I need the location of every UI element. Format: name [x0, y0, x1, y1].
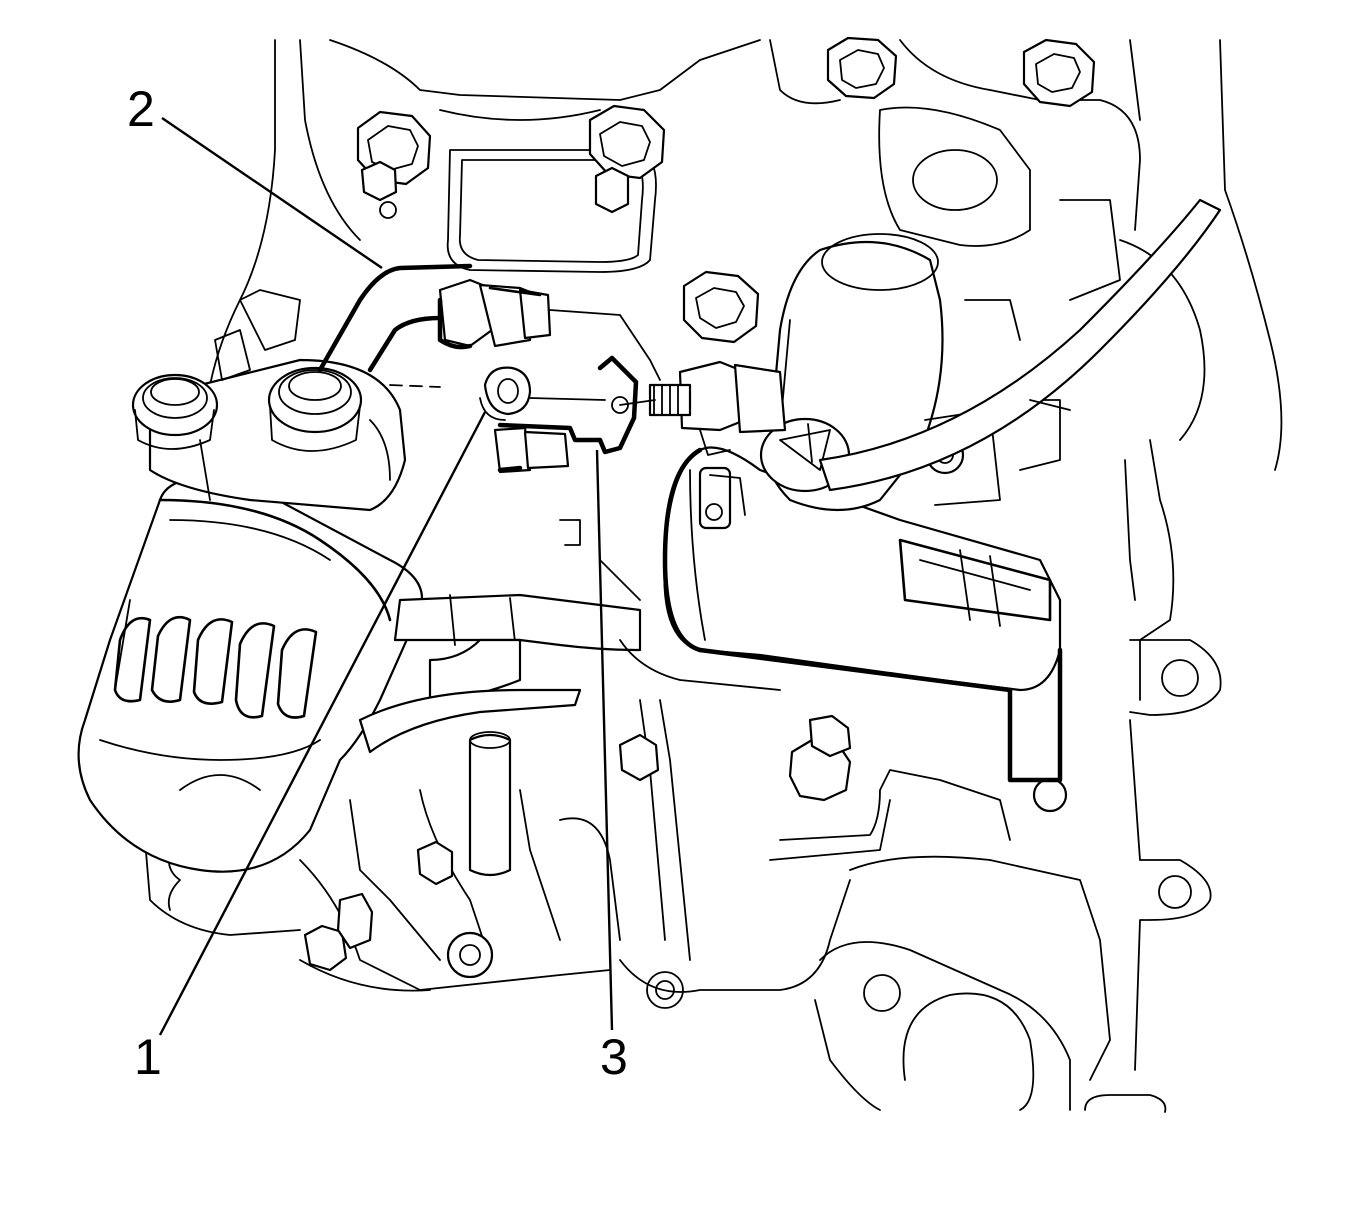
bolt-icon	[446, 931, 494, 979]
callout-labels: 1 2 3	[127, 81, 628, 1085]
bolt-icon	[416, 840, 454, 886]
bolt-icon	[826, 36, 898, 100]
oil-cooler-pipe	[317, 263, 661, 381]
wire-harness	[818, 198, 1222, 492]
callout-1: 1	[134, 1029, 162, 1085]
fitting-icon	[131, 373, 219, 450]
bolt-icon	[1032, 777, 1068, 813]
bolt-icon	[1022, 38, 1096, 108]
leader-line-3	[595, 449, 614, 1031]
bracket-and-nut	[389, 355, 656, 474]
mounting-bolts	[303, 36, 1096, 979]
fitting-icon	[267, 366, 363, 452]
leader-lines	[158, 117, 614, 1036]
oil-filter	[77, 476, 424, 873]
callout-2: 2	[127, 81, 155, 137]
bolt-icon	[682, 270, 760, 344]
leader-line-1	[158, 411, 487, 1036]
bolt-icon	[788, 714, 852, 802]
bolt-icon	[303, 892, 374, 972]
bolt-icon	[618, 733, 660, 782]
callout-3: 3	[600, 1029, 628, 1085]
starter-motor	[648, 233, 1063, 783]
bolt-icon	[356, 110, 432, 219]
bolt-icon	[588, 104, 666, 214]
leader-line-2	[161, 117, 383, 269]
center-cables	[358, 519, 781, 877]
oil-cooler-adapter	[131, 289, 407, 512]
